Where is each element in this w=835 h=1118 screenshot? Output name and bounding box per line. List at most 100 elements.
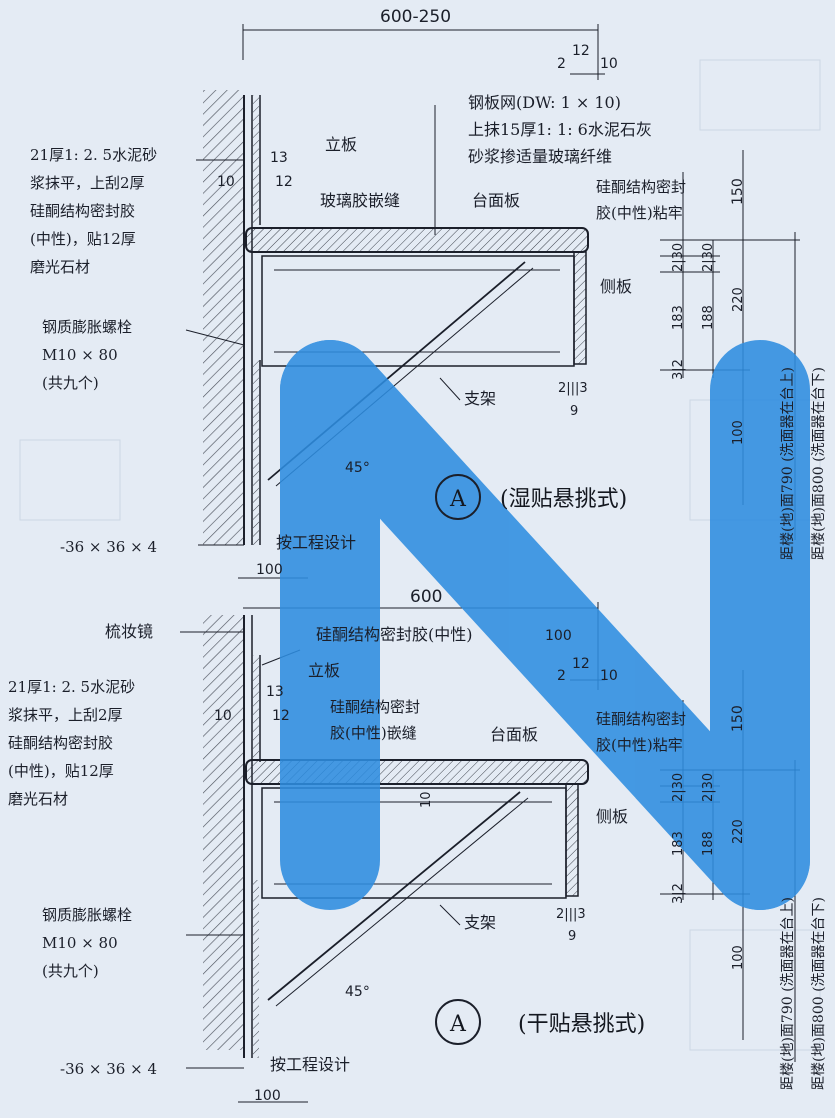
d220-bottom: 220 xyxy=(731,819,746,844)
side-panel-label-bottom: 侧板 xyxy=(596,807,628,826)
dim-12-top: 12 xyxy=(572,43,590,59)
d9-bottom: 9 xyxy=(568,929,576,944)
wall-finish-top-5: 磨光石材 xyxy=(30,258,90,276)
angle-steel-top: -36 × 36 × 4 xyxy=(60,538,157,556)
d10-mid-bottom: 10 xyxy=(419,791,434,808)
height-up-bottom: 距楼(地)面790 (洗面器在台上) xyxy=(780,897,796,1090)
caption-top: (湿贴悬挑式) xyxy=(500,487,627,512)
bracket-label-top: 支架 xyxy=(464,389,496,408)
d183-top: 183 xyxy=(671,305,686,330)
bottom-dim-top: 100 xyxy=(256,562,283,578)
bracket-label-bottom: 支架 xyxy=(464,913,496,932)
wall-finish-top-3: 硅酮结构密封胶 xyxy=(30,202,135,220)
d2-3-bottom: 2|||3 xyxy=(556,907,586,922)
angle-top: 45° xyxy=(345,460,370,476)
bolt-top-3: (共九个) xyxy=(42,374,99,392)
mesh-note-line3: 砂浆掺适量玻璃纤维 xyxy=(468,147,612,166)
wall-finish-bottom-1: 21厚1: 2. 5水泥砂 xyxy=(8,678,135,696)
d2-30a-bottom: 2|30 xyxy=(671,773,686,802)
mirror-label: 梳妆镜 xyxy=(105,622,153,641)
wall-finish-top-2: 浆抹平，上刮2厚 xyxy=(30,174,145,192)
wall-finish-bottom-3: 硅酮结构密封胶 xyxy=(8,734,113,752)
sealant-bond-bottom-2: 胶(中性)粘牢 xyxy=(596,736,683,754)
dim-10-bottom: 10 xyxy=(600,668,618,684)
d2-30a-top: 2|30 xyxy=(671,243,686,272)
dim-10-top: 10 xyxy=(600,56,618,72)
bolt-bottom-2: M10 × 80 xyxy=(42,934,118,952)
d3-2-bottom: 3|2 xyxy=(671,883,686,904)
dim-overall-bottom: 600 xyxy=(410,587,442,607)
countertop-slab-top xyxy=(245,227,589,253)
side-panel-top xyxy=(573,251,587,365)
d2-30b-bottom: 2|30 xyxy=(701,773,716,802)
d188-bottom: 188 xyxy=(701,831,716,856)
wall-finish-top-4: (中性)，贴12厚 xyxy=(30,230,136,248)
sealant-top-label: 硅酮结构密封胶(中性) xyxy=(316,625,473,644)
d100-top: 100 xyxy=(731,420,746,445)
height-down-bottom: 距楼(地)面800 (洗面器在台下) xyxy=(811,897,827,1090)
d183-bottom: 183 xyxy=(671,831,686,856)
dim-overall-top: 600-250 xyxy=(380,7,451,27)
d13-top: 13 xyxy=(270,150,288,166)
d10-top: 10 xyxy=(217,174,235,190)
circle-a-top xyxy=(435,474,481,520)
d188-top: 188 xyxy=(701,305,716,330)
d2-3-top: 2|||3 xyxy=(558,381,588,396)
wall-hatch-bottom xyxy=(203,615,243,1050)
d12-bottom: 12 xyxy=(272,708,290,724)
d220-top: 220 xyxy=(731,287,746,312)
bolt-top-2: M10 × 80 xyxy=(42,346,118,364)
d10-bottom: 10 xyxy=(214,708,232,724)
height-down-top: 距楼(地)面800 (洗面器在台下) xyxy=(811,367,827,560)
countertop-label-bottom: 台面板 xyxy=(490,725,538,744)
bolt-bottom-1: 钢质膨胀螺栓 xyxy=(42,906,132,924)
n-watermark xyxy=(280,340,810,910)
bracket-diagonal-bottom xyxy=(267,791,521,1001)
glass-glue-label: 玻璃胶嵌缝 xyxy=(320,191,400,210)
circle-a-label-top: A xyxy=(449,487,467,512)
top-detail xyxy=(185,24,800,579)
d13-bottom: 13 xyxy=(266,684,284,700)
top-labels: 600-250 2 12 10 钢板网(DW: 1 × 10) 上抹15厚1: … xyxy=(30,7,827,578)
riser-label-bottom: 立板 xyxy=(308,661,340,680)
mesh-note-line1: 钢板网(DW: 1 × 10) xyxy=(468,93,621,112)
bottom-dim-bottom: 100 xyxy=(254,1088,281,1104)
wall-finish-top-1: 21厚1: 2. 5水泥砂 xyxy=(30,146,157,164)
sealant-joint-1: 硅酮结构密封 xyxy=(330,698,420,716)
wall-finish-bottom-5: 磨光石材 xyxy=(8,790,68,808)
sealant-bond-bottom-1: 硅酮结构密封 xyxy=(596,710,686,728)
d100-top-bottom: 100 xyxy=(545,628,572,644)
sealant-joint-2: 胶(中性)嵌缝 xyxy=(330,724,417,742)
mesh-note-line2: 上抹15厚1: 1: 6水泥石灰 xyxy=(468,120,652,139)
circle-a-label-bottom: A xyxy=(449,1012,467,1037)
sealant-bond-top-2: 胶(中性)粘牢 xyxy=(596,204,683,222)
angle-bottom: 45° xyxy=(345,984,370,1000)
wall-finish-bottom-2: 浆抹平，上刮2厚 xyxy=(8,706,123,724)
d9-top: 9 xyxy=(570,404,578,419)
dim-2-bottom: 2 xyxy=(557,668,566,684)
d12-top: 12 xyxy=(275,174,293,190)
wall-hatch-top xyxy=(203,90,243,545)
wall-finish-bottom-4: (中性)，贴12厚 xyxy=(8,762,114,780)
bottom-labels: 600 梳妆镜 硅酮结构密封胶(中性) 100 2 12 10 立板 21厚1:… xyxy=(8,587,827,1104)
d100-bottom: 100 xyxy=(731,945,746,970)
d2-30b-top: 2|30 xyxy=(701,243,716,272)
sealant-bond-top-1: 硅酮结构密封 xyxy=(596,178,686,196)
bolt-top-1: 钢质膨胀螺栓 xyxy=(42,318,132,336)
d3-2-top: 3|2 xyxy=(671,359,686,380)
angle-steel-bottom: -36 × 36 × 4 xyxy=(60,1060,157,1078)
d150-top: 150 xyxy=(730,178,746,205)
caption-bottom: (干贴悬挑式) xyxy=(518,1012,645,1037)
riser-label-top: 立板 xyxy=(325,135,357,154)
per-design-top: 按工程设计 xyxy=(276,533,356,552)
d150-bottom: 150 xyxy=(730,705,746,732)
side-panel-label-top: 侧板 xyxy=(600,277,632,296)
bolt-bottom-3: (共九个) xyxy=(42,962,99,980)
height-up-top: 距楼(地)面790 (洗面器在台上) xyxy=(780,367,796,560)
dim-2-top: 2 xyxy=(557,56,566,72)
per-design-bottom: 按工程设计 xyxy=(270,1055,350,1074)
side-panel-bottom xyxy=(565,783,579,897)
dim-12-bottom: 12 xyxy=(572,656,590,672)
countertop-label-top: 台面板 xyxy=(472,191,520,210)
